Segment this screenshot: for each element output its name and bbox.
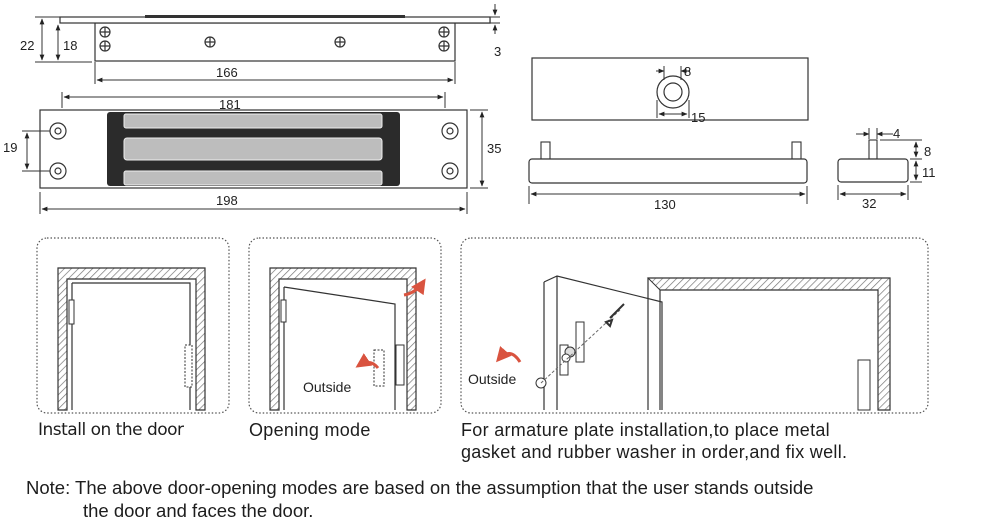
dim-side-32: 32: [862, 196, 876, 211]
caption-armature-line1: For armature plate installation,to place…: [461, 420, 830, 440]
armature-outside-label: Outside: [468, 371, 516, 387]
note-line2: the door and faces the door.: [83, 500, 314, 521]
dim-side-8: 8: [924, 144, 931, 159]
caption-install: Install on the door: [38, 420, 184, 440]
coil-bar: [123, 170, 383, 186]
coil-bar: [123, 113, 383, 129]
armature-side-view: 4 8 11 32: [837, 126, 936, 211]
armature-front-view: 130: [528, 141, 808, 212]
dim-top-3: 3: [494, 44, 501, 59]
armature-install-panel: Outside: [460, 237, 929, 414]
dim-front-19: 19: [3, 140, 17, 155]
screw-hole-icon: [99, 26, 450, 52]
dim-side-4: 4: [893, 126, 900, 141]
front-view: 181 19 35 198: [3, 92, 501, 214]
coil-bar: [123, 137, 383, 161]
opening-panel: Outside: [248, 237, 442, 414]
dim-front-181: 181: [219, 97, 241, 112]
top-view-body: [94, 22, 456, 62]
dim-armature-8: 8: [684, 64, 691, 79]
dim-top-166: 166: [216, 65, 238, 80]
note: Note: The above door-opening modes are b…: [26, 476, 976, 522]
dim-top-22: 22: [20, 38, 34, 53]
dim-armature-130: 130: [654, 197, 676, 212]
dim-armature-15: 15: [691, 110, 705, 125]
opening-outside-label: Outside: [303, 379, 351, 395]
dim-top-18: 18: [63, 38, 77, 53]
caption-armature-line2: gasket and rubber washer in order,and fi…: [461, 442, 848, 462]
dim-front-35: 35: [487, 141, 501, 156]
top-view: 22 18 3 166: [20, 4, 501, 84]
note-line1: Note: The above door-opening modes are b…: [26, 477, 814, 498]
caption-armature: For armature plate installation,to place…: [461, 419, 847, 463]
dim-side-11: 11: [922, 165, 936, 180]
caption-opening: Opening mode: [249, 420, 371, 440]
install-panel: [36, 237, 230, 414]
dim-front-198: 198: [216, 193, 238, 208]
armature-top-view: 8 15: [531, 57, 809, 125]
